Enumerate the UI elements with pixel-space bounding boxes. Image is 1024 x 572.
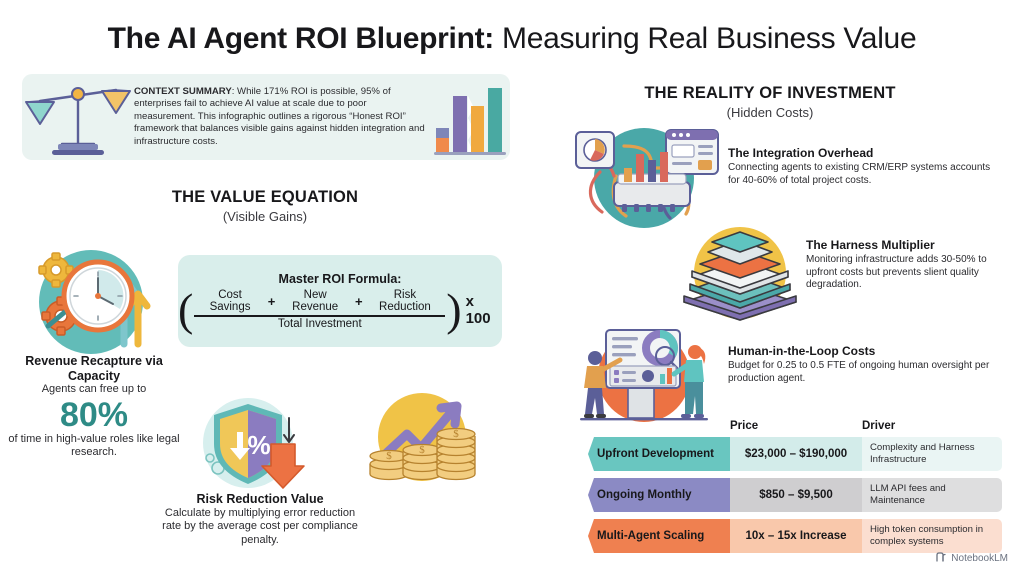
- cost-table: Price Driver Upfront Development $23,000…: [588, 420, 1002, 560]
- cost-item-body: Connecting agents to existing CRM/ERP sy…: [728, 162, 991, 186]
- svg-text:$: $: [386, 450, 392, 462]
- left-paren: (: [178, 283, 194, 335]
- cost-item-human-in-the-loop: Human-in-the-Loop Costs Budget for 0.25 …: [728, 344, 996, 385]
- value-equation-title: THE VALUE EQUATION: [171, 188, 359, 206]
- cost-item-harness-multiplier: The Harness Multiplier Monitoring infras…: [806, 238, 1001, 292]
- cost-item-integration-overhead: The Integration Overhead Connecting agen…: [728, 146, 1000, 187]
- reality-subtitle: (Hidden Costs): [726, 105, 814, 120]
- row-label: Upfront Development: [588, 437, 730, 471]
- revenue-block-title: Revenue Recapture via Capacity: [25, 354, 163, 383]
- revenue-block-lead: Agents can free up to: [41, 383, 147, 395]
- formula-fraction: Cost Savings + New Revenue + Risk Reduct…: [194, 289, 446, 331]
- context-summary-label: CONTEXT SUMMARY: [134, 85, 232, 97]
- value-equation-subtitle: (Visible Gains): [222, 209, 308, 224]
- fraction-bar: [194, 315, 446, 317]
- row-label: Ongoing Monthly: [588, 478, 730, 512]
- row-label: Multi-Agent Scaling: [588, 519, 730, 553]
- value-equation-heading: THE VALUE EQUATION (Visible Gains): [120, 188, 410, 224]
- row-driver: High token consumption in complex system…: [862, 519, 1002, 553]
- broken-bar-chart-icon: [432, 74, 510, 160]
- term-risk-reduction: Risk Reduction: [379, 288, 431, 314]
- person-left: [584, 351, 623, 418]
- row-price: $23,000 – $190,000: [730, 437, 862, 471]
- cost-item-title: The Harness Multiplier: [806, 238, 935, 252]
- svg-text:%: %: [247, 430, 270, 460]
- table-row[interactable]: Ongoing Monthly $850 – $9,500 LLM API fe…: [588, 478, 1002, 512]
- row-price: $850 – $9,500: [730, 478, 862, 512]
- formula-numerator: Cost Savings + New Revenue + Risk Reduct…: [194, 289, 445, 314]
- formula-title: Master ROI Formula:: [278, 271, 402, 286]
- row-driver: Complexity and Harness Infrastructure: [862, 437, 1002, 471]
- svg-text:$: $: [419, 444, 425, 456]
- risk-reduction-block: Risk Reduction Value Calculate by multip…: [160, 492, 360, 547]
- revenue-recapture-block: Revenue Recapture via Capacity Agents ca…: [8, 354, 180, 460]
- revenue-big-number: 80%: [59, 395, 129, 434]
- table-row[interactable]: Upfront Development $23,000 – $190,000 C…: [588, 437, 1002, 471]
- cost-table-header: Price Driver: [588, 420, 1002, 437]
- row-price: 10x – 15x Increase: [730, 519, 862, 553]
- formula-multiplier: x 100: [465, 292, 491, 327]
- risk-block-body: Calculate by multiplying error reduction…: [162, 506, 358, 546]
- row-driver: LLM API fees and Maintenance: [862, 478, 1002, 512]
- right-paren: ): [446, 283, 462, 335]
- plus-sign-1: +: [267, 293, 276, 309]
- cost-item-title: The Integration Overhead: [728, 146, 874, 160]
- context-summary-text: CONTEXT SUMMARY: While 171% ROI is possi…: [134, 86, 432, 149]
- term-cost-savings: Cost Savings: [209, 288, 251, 314]
- layered-stack-icon: [672, 220, 808, 331]
- cost-item-body: Budget for 0.25 to 0.5 FTE of ongoing hu…: [728, 360, 990, 384]
- revenue-block-trail: of time in high-value roles like legal r…: [8, 432, 180, 459]
- term-new-revenue: New Revenue: [292, 288, 339, 314]
- integration-hub-wires-icon: [566, 124, 722, 237]
- svg-text:$: $: [453, 428, 459, 440]
- formula-expression: ( Cost Savings + New Revenue + Risk Redu…: [178, 283, 502, 335]
- plus-sign-2: +: [355, 293, 363, 309]
- coins-growth-arrow-icon: $ $ $: [361, 386, 483, 493]
- notebooklm-watermark: NotebookLM: [935, 551, 1008, 566]
- clock-gears-growth-icon: [16, 248, 166, 365]
- person-right: [671, 345, 706, 418]
- notebooklm-icon: [935, 551, 947, 566]
- reality-title: THE REALITY OF INVESTMENT: [644, 84, 896, 102]
- master-roi-formula-card: Master ROI Formula: ( Cost Savings + New…: [178, 255, 502, 347]
- table-row[interactable]: Multi-Agent Scaling 10x – 15x Increase H…: [588, 519, 1002, 553]
- page-title-regular: Measuring Real Business Value: [493, 22, 917, 55]
- formula-denominator: Total Investment: [277, 318, 362, 331]
- column-header-price: Price: [730, 420, 759, 432]
- context-summary-box: CONTEXT SUMMARY: While 171% ROI is possi…: [22, 74, 510, 160]
- risk-block-title: Risk Reduction Value: [196, 492, 324, 506]
- shield-percent-down-arrow-icon: %: [196, 396, 308, 495]
- balance-scale-icon: [22, 74, 134, 160]
- cost-item-title: Human-in-the-Loop Costs: [728, 344, 876, 358]
- column-header-driver: Driver: [862, 420, 896, 432]
- page-title: The AI Agent ROI Blueprint: Measuring Re…: [0, 22, 1024, 56]
- column-header-blank: [588, 420, 730, 432]
- cost-item-body: Monitoring infrastructure adds 30-50% to…: [806, 254, 987, 291]
- people-dashboard-icon: [566, 324, 722, 433]
- notebooklm-label: NotebookLM: [951, 553, 1008, 564]
- context-summary-body: : While 171% ROI is possible, 95% of ent…: [134, 85, 425, 147]
- reality-heading: THE REALITY OF INVESTMENT (Hidden Costs): [560, 84, 980, 120]
- page-title-bold: The AI Agent ROI Blueprint:: [107, 22, 495, 55]
